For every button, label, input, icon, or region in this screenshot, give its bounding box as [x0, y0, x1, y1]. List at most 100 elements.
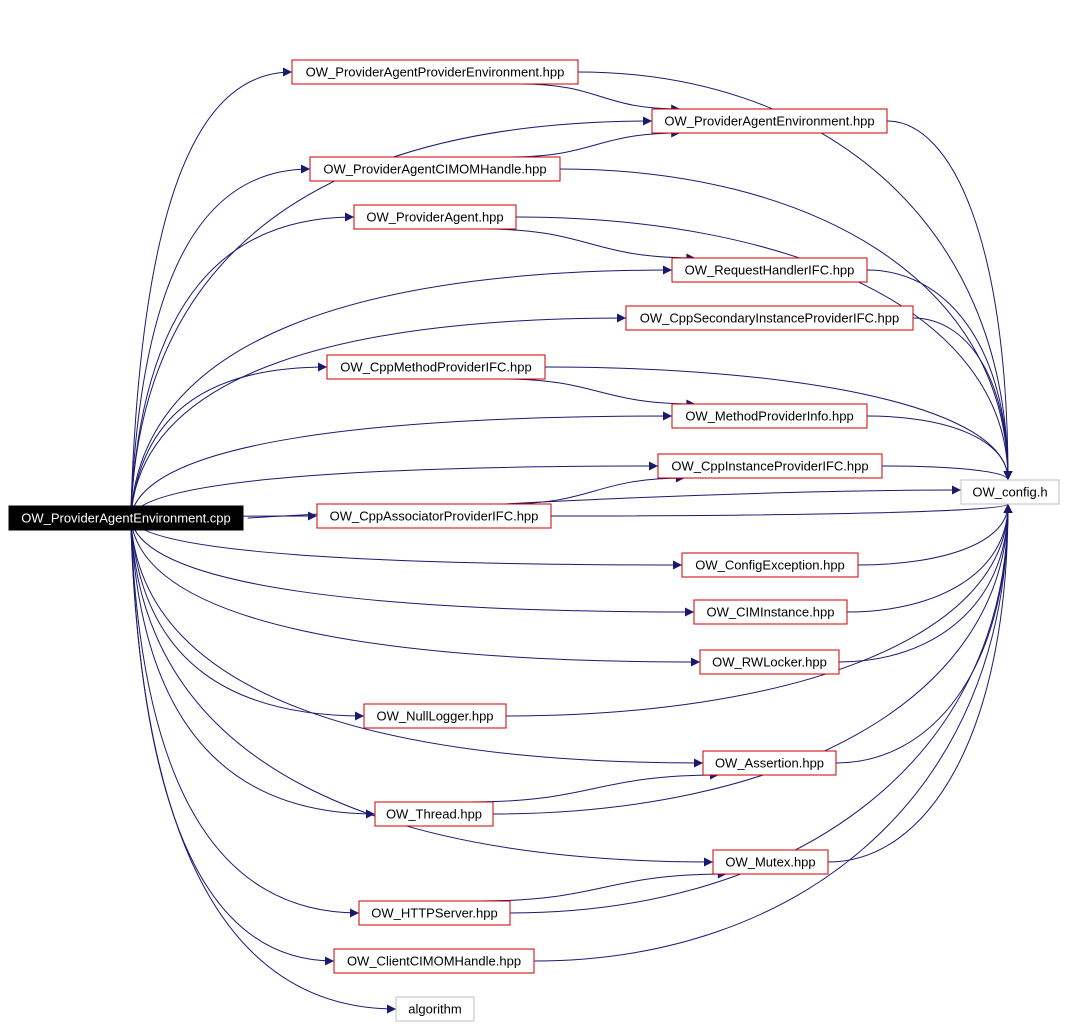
edges-layer	[130, 67, 1013, 1014]
node-label: OW_ClientCIMOMHandle.hpp	[347, 954, 521, 969]
edge-root-to-th	[130, 517, 376, 819]
edge-root-to-pa	[130, 212, 355, 519]
edge-cch-to-cfg	[533, 503, 1013, 962]
node-cch[interactable]: OW_ClientCIMOMHandle.hpp	[333, 948, 535, 974]
node-label: OW_config.h	[972, 485, 1047, 500]
node-as[interactable]: OW_Assertion.hpp	[702, 750, 837, 776]
edge-nl-to-cfg	[505, 503, 1013, 717]
node-th[interactable]: OW_Thread.hpp	[374, 801, 494, 827]
node-box	[681, 552, 859, 578]
node-paeh[interactable]: OW_ProviderAgentEnvironment.hpp	[651, 108, 888, 134]
edge-hs-to-cfg	[509, 503, 1013, 914]
edge-root-to-nl	[130, 517, 365, 721]
edge-root-to-alg	[130, 517, 397, 1014]
node-pa[interactable]: OW_ProviderAgent.hpp	[353, 204, 517, 230]
node-box	[309, 156, 561, 182]
edge-papeh-to-paeh	[520, 83, 681, 114]
node-papeh[interactable]: OW_ProviderAgentProviderEnvironment.hpp	[291, 59, 579, 85]
node-box	[702, 750, 837, 776]
node-label: OW_NullLogger.hpp	[376, 709, 493, 724]
edge-root-to-paeh	[130, 116, 653, 519]
node-box	[671, 257, 868, 283]
node-cap[interactable]: OW_CppAssociatorProviderIFC.hpp	[316, 503, 552, 529]
edge-root-to-rh	[130, 265, 673, 519]
node-box	[363, 703, 507, 729]
node-box	[358, 900, 511, 926]
node-label: OW_CppSecondaryInstanceProviderIFC.hpp	[640, 311, 899, 326]
node-box	[651, 108, 888, 134]
node-label: algorithm	[408, 1002, 461, 1017]
node-ci[interactable]: OW_CIMInstance.hpp	[693, 599, 848, 625]
node-label: OW_ConfigException.hpp	[695, 558, 845, 573]
node-box	[333, 948, 535, 974]
edge-csip-to-cfg	[912, 317, 1013, 481]
node-box	[960, 479, 1060, 505]
nodes-layer: OW_ProviderAgentEnvironment.cpp OW_Provid…	[8, 59, 1060, 1022]
node-cfg: OW_config.h	[960, 479, 1060, 505]
node-box	[699, 649, 840, 675]
node-label: OW_CppAssociatorProviderIFC.hpp	[330, 509, 539, 524]
edge-cip-to-cfg	[881, 465, 1013, 481]
edge-pa-to-rh	[483, 228, 696, 263]
edge-th-to-as	[469, 770, 719, 803]
edge-pach-to-cfg	[559, 168, 1013, 481]
node-box	[657, 453, 883, 479]
node-label: OW_CppInstanceProviderIFC.hpp	[671, 459, 868, 474]
edge-root-to-mu	[130, 517, 714, 867]
node-label: OW_ProviderAgentCIMOMHandle.hpp	[323, 162, 546, 177]
node-mu[interactable]: OW_Mutex.hpp	[712, 849, 829, 875]
node-pach[interactable]: OW_ProviderAgentCIMOMHandle.hpp	[309, 156, 561, 182]
edge-root-to-cch	[130, 517, 335, 966]
node-label: OW_RWLocker.hpp	[712, 655, 827, 670]
node-label: OW_CppMethodProviderIFC.hpp	[340, 360, 531, 375]
edge-cap-to-cfg	[550, 503, 1013, 517]
edge-th-to-cfg	[492, 503, 1013, 815]
node-label: OW_Assertion.hpp	[715, 756, 824, 771]
node-csip[interactable]: OW_CppSecondaryInstanceProviderIFC.hpp	[625, 305, 914, 331]
node-cmp[interactable]: OW_CppMethodProviderIFC.hpp	[326, 354, 546, 380]
edge-mu-to-cfg	[827, 503, 1013, 863]
node-label: OW_Mutex.hpp	[725, 855, 815, 870]
node-box	[712, 849, 829, 875]
node-rw[interactable]: OW_RWLocker.hpp	[699, 649, 840, 675]
node-box	[374, 801, 494, 827]
edge-pa-to-cfg	[515, 216, 1013, 481]
edge-root-to-hs	[130, 517, 360, 918]
node-box	[353, 204, 517, 230]
node-label: OW_ProviderAgent.hpp	[366, 210, 503, 225]
node-nl[interactable]: OW_NullLogger.hpp	[363, 703, 507, 729]
node-label: OW_ProviderAgentEnvironment.cpp	[21, 511, 231, 526]
edge-root-to-as	[130, 517, 704, 768]
edge-papeh-to-cfg	[577, 71, 1013, 481]
edge-paeh-to-cfg	[886, 120, 1013, 481]
node-label: OW_ProviderAgentEnvironment.hpp	[664, 114, 874, 129]
node-root: OW_ProviderAgentEnvironment.cpp	[8, 505, 244, 531]
edge-root-to-ce	[130, 517, 683, 570]
edge-cmp-to-mpi	[501, 378, 696, 409]
node-box	[395, 996, 475, 1022]
edge-as-to-cfg	[835, 503, 1013, 764]
node-label: OW_CIMInstance.hpp	[707, 605, 835, 620]
node-box	[625, 305, 914, 331]
node-ce[interactable]: OW_ConfigException.hpp	[681, 552, 859, 578]
node-box	[291, 59, 579, 85]
node-mpi[interactable]: OW_MethodProviderInfo.hpp	[671, 403, 868, 429]
edge-ci-to-cfg	[846, 503, 1013, 613]
edge-root-to-csip	[130, 313, 627, 519]
node-alg: algorithm	[395, 996, 475, 1022]
node-label: OW_Thread.hpp	[386, 807, 482, 822]
edge-rw-to-cfg	[838, 503, 1013, 663]
node-hs[interactable]: OW_HTTPServer.hpp	[358, 900, 511, 926]
node-box	[8, 505, 244, 531]
node-label: OW_MethodProviderInfo.hpp	[685, 409, 853, 424]
edge-mpi-to-cfg	[866, 415, 1013, 481]
node-rh[interactable]: OW_RequestHandlerIFC.hpp	[671, 257, 868, 283]
edge-ce-to-cfg	[857, 503, 1013, 566]
node-box	[693, 599, 848, 625]
node-cip[interactable]: OW_CppInstanceProviderIFC.hpp	[657, 453, 883, 479]
node-label: OW_HTTPServer.hpp	[371, 906, 497, 921]
node-box	[326, 354, 546, 380]
edge-cap-to-cip	[504, 473, 685, 505]
edge-root-to-papeh	[130, 67, 293, 519]
